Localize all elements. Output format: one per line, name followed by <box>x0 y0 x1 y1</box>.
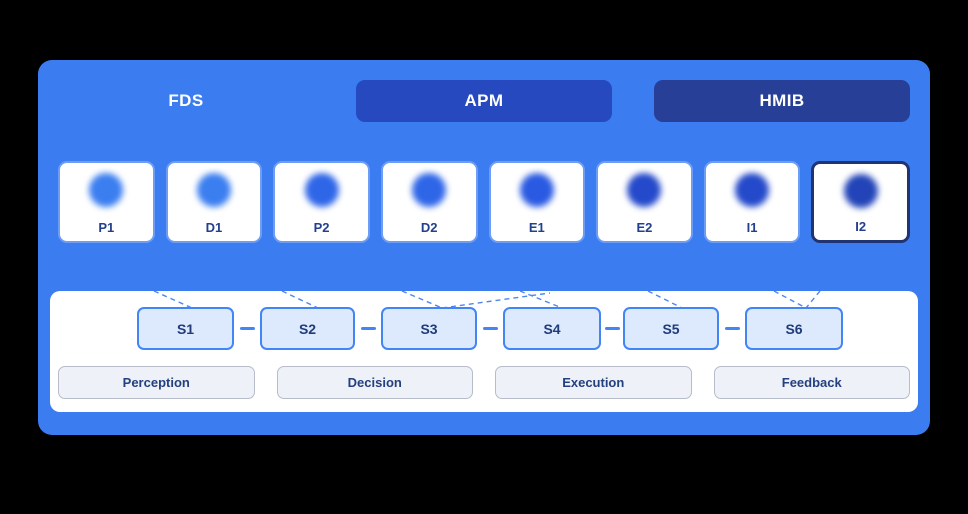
status-dot-icon <box>735 173 770 207</box>
tab-hmib-label: HMIB <box>759 91 805 110</box>
card-e1[interactable]: E1 <box>488 161 586 243</box>
stage-label: S6 <box>785 320 803 337</box>
phase-label: Feedback <box>781 375 842 390</box>
card-p2[interactable]: P2 <box>273 161 370 243</box>
card-d2[interactable]: D2 <box>380 161 478 243</box>
stage-s3[interactable]: S3 <box>381 307 477 350</box>
phase-perception[interactable]: Perception <box>58 366 255 399</box>
stage-label: S4 <box>543 320 561 337</box>
card-label: I2 <box>855 219 867 234</box>
stage-s4[interactable]: S4 <box>503 307 601 350</box>
card-i2[interactable]: I2 <box>811 161 910 243</box>
card-label: I1 <box>746 220 758 235</box>
phase-label: Perception <box>122 375 190 390</box>
phase-label: Execution <box>562 375 625 390</box>
stage-connector <box>477 327 503 330</box>
tab-bar: FDS APM HMIB <box>58 80 910 122</box>
stage-connector <box>601 327 623 330</box>
stage-row: S1 S2 S3 S4 S5 <box>50 307 918 350</box>
stage-label: S5 <box>662 320 680 337</box>
stage-s5[interactable]: S5 <box>623 307 719 350</box>
tab-fds-label: FDS <box>168 91 204 110</box>
phase-decision[interactable]: Decision <box>276 366 473 399</box>
tab-hmib[interactable]: HMIB <box>654 80 910 122</box>
card-d1[interactable]: D1 <box>165 161 263 243</box>
status-dot-icon <box>519 173 554 207</box>
leader-lines <box>153 291 821 309</box>
pipeline-panel: S1 S2 S3 S4 S5 <box>50 291 918 412</box>
stage-label: S3 <box>420 320 438 337</box>
card-p1[interactable]: P1 <box>58 161 155 243</box>
status-dot-icon <box>196 173 231 207</box>
tab-fds[interactable]: FDS <box>58 80 314 122</box>
main-panel: FDS APM HMIB P1 D1 P2 <box>38 60 930 435</box>
tab-apm-label: APM <box>464 91 504 110</box>
phase-execution[interactable]: Execution <box>495 366 692 399</box>
stage-connector <box>234 327 260 330</box>
status-dot-icon <box>627 173 662 207</box>
card-label: D1 <box>205 220 223 235</box>
stage-label: S1 <box>176 320 195 337</box>
card-label: E1 <box>528 220 545 235</box>
tab-apm[interactable]: APM <box>356 80 612 122</box>
card-label: E2 <box>636 220 653 235</box>
status-dot-icon <box>843 174 878 208</box>
phase-row: Perception Decision Execution Feedback <box>58 366 910 399</box>
stage-connector <box>719 327 745 330</box>
stage-s6[interactable]: S6 <box>745 307 843 350</box>
status-dot-icon <box>89 173 124 207</box>
stage-s1[interactable]: S1 <box>137 307 234 350</box>
card-label: P2 <box>313 220 330 235</box>
stage-s2[interactable]: S2 <box>260 307 355 350</box>
stage-connector <box>355 327 381 330</box>
status-dot-icon <box>412 173 447 207</box>
status-dot-icon <box>304 173 339 207</box>
phase-feedback[interactable]: Feedback <box>713 366 910 399</box>
card-i1[interactable]: I1 <box>703 161 801 243</box>
phase-label: Decision <box>347 375 402 390</box>
card-e2[interactable]: E2 <box>596 161 693 243</box>
card-label: D2 <box>420 220 438 235</box>
stage-label: S2 <box>298 320 317 337</box>
card-row: P1 D1 P2 D2 E1 E2 <box>58 161 910 243</box>
card-label: P1 <box>98 220 115 235</box>
